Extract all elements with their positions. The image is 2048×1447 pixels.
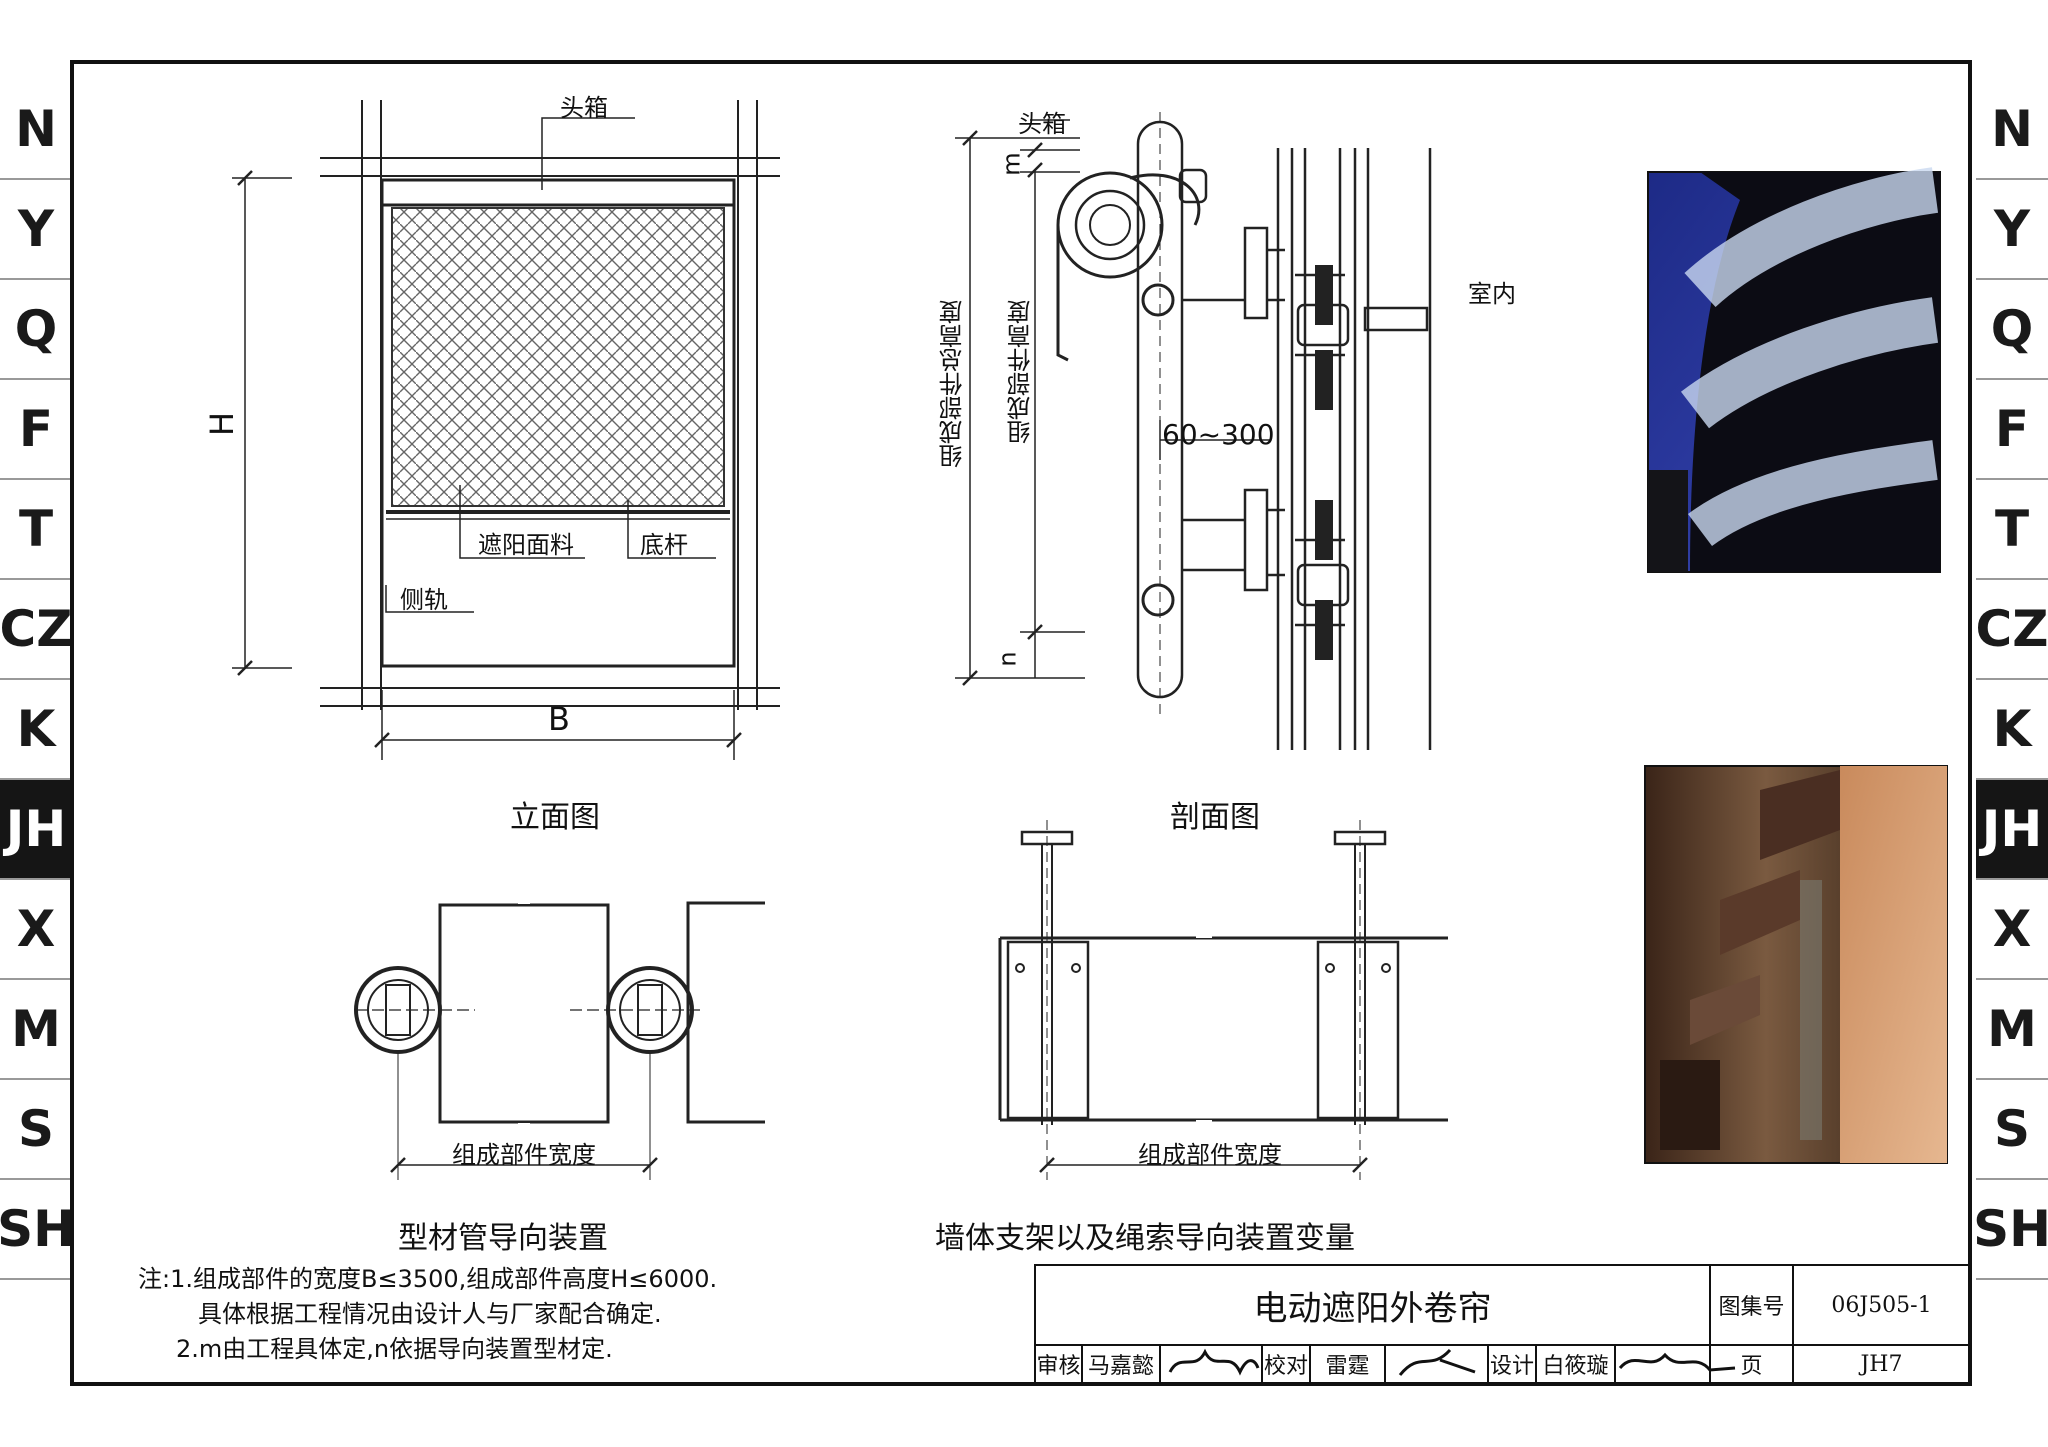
index-tab-x[interactable]: X: [1976, 880, 2048, 980]
elevation-width-dim: B: [548, 700, 570, 738]
index-tab-cz[interactable]: CZ: [0, 580, 72, 680]
section-head-box-label: 头箱: [1018, 110, 1066, 138]
wall-bracket-width-label: 组成部件宽度: [1138, 1141, 1282, 1169]
page-label: 页: [1740, 1354, 1763, 1379]
index-tab-n[interactable]: N: [0, 80, 72, 180]
reviewer-name: 马嘉懿: [1087, 1354, 1154, 1379]
section-total-height-label: 组成部件总高度: [939, 300, 967, 468]
design-label: 设计: [1489, 1354, 1534, 1379]
index-tab-f[interactable]: F: [0, 380, 72, 480]
index-tab-x[interactable]: X: [0, 880, 72, 980]
index-tab-y[interactable]: Y: [0, 180, 72, 280]
index-tab-f[interactable]: F: [1976, 380, 2048, 480]
index-tab-q[interactable]: Q: [0, 280, 72, 380]
checker-name: 雷霆: [1325, 1354, 1370, 1379]
elevation-caption: 立面图: [510, 800, 600, 835]
elevation-bottom-bar-label: 底杆: [640, 531, 688, 559]
index-tab-m[interactable]: M: [0, 980, 72, 1080]
elevation-head-box-label: 头箱: [560, 94, 608, 122]
note-line-3: 2.m由工程具体定,n依据导向装置型材定.: [176, 1335, 613, 1363]
section-drawing: [955, 112, 1432, 750]
wall-bracket-caption: 墙体支架以及绳索导向装置变量: [935, 1221, 1355, 1256]
check-label: 校对: [1263, 1354, 1308, 1379]
profile-guide-width-label: 组成部件宽度: [452, 1141, 596, 1169]
index-tab-jh[interactable]: JH: [1976, 780, 2048, 880]
index-tab-m[interactable]: M: [1976, 980, 2048, 1080]
index-tab-cz[interactable]: CZ: [1976, 580, 2048, 680]
page-number: JH7: [1860, 1351, 1903, 1377]
section-m-dim: m: [997, 152, 1026, 176]
index-tab-t[interactable]: T: [0, 480, 72, 580]
sheet-frame: [70, 60, 1972, 1386]
index-tab-q[interactable]: Q: [1976, 280, 2048, 380]
profile-guide-caption: 型材管导向装置: [398, 1221, 608, 1256]
wall-bracket-drawing: [998, 820, 1448, 1180]
index-tab-s[interactable]: S: [0, 1080, 72, 1180]
section-spacing-dim: 60~300: [1162, 418, 1275, 451]
signatures: [1168, 1348, 1736, 1376]
elevation-side-rail-label: 侧轨: [400, 586, 448, 614]
elevation-drawing: [232, 100, 780, 760]
index-tab-y[interactable]: Y: [1976, 180, 2048, 280]
review-label: 审核: [1036, 1354, 1081, 1379]
atlas-no-label: 图集号: [1718, 1295, 1785, 1320]
section-indoor-label: 室内: [1468, 280, 1516, 308]
elevation-height-dim: H: [203, 411, 242, 437]
index-tab-t[interactable]: T: [1976, 480, 2048, 580]
facade-photo-2: [1644, 765, 1948, 1164]
note-line-1: 注:1.组成部件的宽度B≤3500,组成部件高度H≤6000.: [138, 1265, 718, 1293]
title-block-frame: [1034, 1264, 1971, 1384]
facade-photo-1: [1647, 167, 1941, 573]
index-tab-s[interactable]: S: [1976, 1080, 2048, 1180]
elevation-fabric-label: 遮阳面料: [478, 531, 574, 559]
note-line-2: 具体根据工程情况由设计人与厂家配合确定.: [198, 1300, 662, 1328]
profile-guide-drawing: [354, 896, 765, 1180]
index-tab-k[interactable]: K: [0, 680, 72, 780]
index-tab-sh[interactable]: SH: [1973, 1180, 2048, 1280]
drawing-title: 电动遮阳外卷帘: [1253, 1288, 1492, 1329]
index-tab-k[interactable]: K: [1976, 680, 2048, 780]
section-height-label: 组成部件高度: [1007, 300, 1035, 444]
section-caption: 剖面图: [1170, 800, 1260, 835]
designer-name: 白筱璇: [1542, 1354, 1609, 1379]
atlas-no-value: 06J505-1: [1831, 1292, 1932, 1318]
section-n-dim: n: [993, 651, 1022, 667]
index-tab-n[interactable]: N: [1976, 80, 2048, 180]
index-tab-sh[interactable]: SH: [0, 1180, 75, 1280]
index-tab-jh[interactable]: JH: [0, 780, 72, 880]
